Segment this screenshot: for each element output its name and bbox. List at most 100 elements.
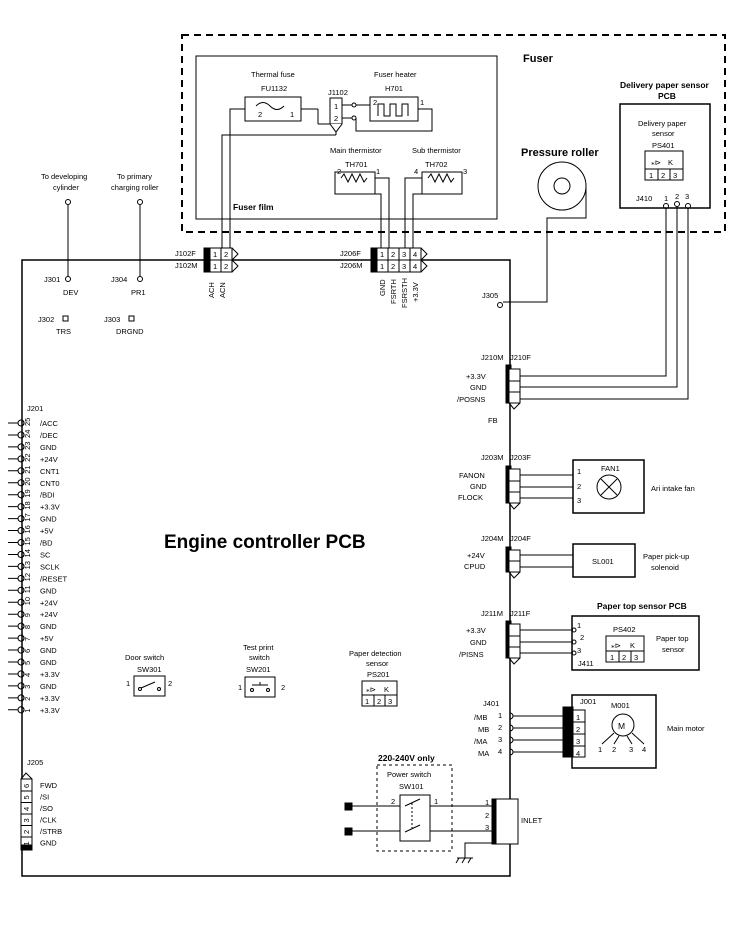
main-motor-label: Main motor	[667, 724, 705, 733]
j205-connector	[20, 772, 33, 851]
j201-pin-number: 5	[23, 661, 32, 665]
ach-label: ACH	[207, 282, 216, 298]
j201-pin-number: 22	[23, 454, 32, 462]
charging-roller-label-1: To primary	[117, 172, 152, 181]
svg-text:K: K	[630, 641, 635, 650]
j401-connector	[509, 712, 514, 756]
svg-text:2: 2	[334, 114, 338, 123]
h701-label: H701	[385, 84, 403, 93]
fuser-title: Fuser	[523, 53, 554, 65]
j205-pin-number: 3	[22, 818, 31, 822]
j201-pin-signal: GND	[40, 515, 57, 524]
j205-pin-signal: /CLK	[40, 816, 57, 825]
svg-text:4: 4	[413, 262, 417, 271]
j102f-label: J102F	[175, 249, 196, 258]
j304-label: J304	[111, 275, 127, 284]
j001-label: J001	[580, 697, 596, 706]
svg-text:2: 2	[391, 250, 395, 259]
svg-text:3: 3	[577, 646, 581, 655]
j401-sig-1: /MB	[474, 713, 487, 722]
engine-controller-box	[21, 259, 511, 877]
j102m-label: J102M	[175, 261, 198, 270]
svg-text:2: 2	[224, 250, 228, 259]
j203-connector	[508, 468, 521, 510]
svg-text:1: 1	[290, 110, 294, 119]
j204-sig-2: CPUD	[464, 562, 486, 571]
motor-icon	[611, 713, 635, 737]
j206f-label: J206F	[340, 249, 361, 258]
j201-pin-number: 25	[23, 418, 32, 426]
j201-pin-number: 17	[23, 513, 32, 521]
svg-text:2: 2	[377, 697, 381, 706]
svg-text:K: K	[668, 158, 673, 167]
j201-pin-number: 2	[23, 697, 32, 701]
j206-sig-1: GND	[378, 279, 387, 296]
j302-label: J302	[38, 315, 54, 324]
delivery-pcb-title-2: PCB	[658, 91, 676, 101]
j201-pin-signal: +5V	[40, 527, 54, 536]
main-thermistor-label: Main thermistor	[330, 146, 382, 155]
svg-text:1: 1	[577, 467, 581, 476]
svg-text:3: 3	[402, 262, 406, 271]
sub-thermistor-label: Sub thermistor	[412, 146, 461, 155]
svg-text:2: 2	[675, 192, 679, 201]
svg-text:2: 2	[337, 167, 341, 176]
j205-pin-number: 1	[22, 841, 31, 845]
door-switch-label: Door switch	[125, 653, 164, 662]
ps402-label: PS402	[613, 625, 636, 634]
j201-pin-number: 12	[23, 573, 32, 581]
j201-pin-signal: +24V	[40, 598, 58, 607]
trs-label: TRS	[56, 327, 71, 336]
ps401-label: PS401	[652, 141, 675, 150]
j201-pin-signal: GND	[40, 586, 57, 595]
j201-pin-number: 6	[23, 649, 32, 653]
j206-sig-3: FSRSTH	[400, 278, 409, 308]
j211-sig-3: /PISNS	[459, 650, 484, 659]
j201-pin-signal: CNT0	[40, 479, 60, 488]
test-print-label-1: Test print	[243, 643, 274, 652]
j201-pin-number: 1	[23, 709, 32, 713]
svg-text:1: 1	[213, 262, 217, 271]
j201-pin-number: 18	[23, 501, 32, 509]
j201-pin-number: 11	[23, 586, 32, 594]
j201-pin-number: 14	[23, 549, 32, 557]
j204-sig-1: +24V	[467, 551, 485, 560]
j210m-label: J210M	[481, 353, 504, 362]
j205-pin-signal: /STRB	[40, 827, 62, 836]
j201-pin-number: 15	[23, 537, 32, 545]
j201-pin-number: 20	[23, 477, 32, 485]
svg-text:1: 1	[334, 102, 338, 111]
j410-label: J410	[636, 194, 652, 203]
sw301-label: SW301	[137, 665, 162, 674]
j201-pin-number: 3	[23, 685, 32, 689]
svg-text:4: 4	[413, 250, 417, 259]
acn-label: ACN	[218, 282, 227, 298]
svg-text:⁎⊳: ⁎⊳	[611, 641, 621, 650]
solenoid-box	[572, 543, 636, 578]
svg-text:1: 1	[238, 683, 242, 692]
j203f-label: J203F	[510, 453, 531, 462]
svg-text:3: 3	[634, 653, 638, 662]
svg-text:1: 1	[577, 621, 581, 630]
th701-label: TH701	[345, 160, 368, 169]
j201-pin-signal: /RESET	[40, 574, 68, 583]
only-220-label: 220-240V only	[378, 753, 435, 763]
svg-text:4: 4	[576, 749, 580, 758]
j205-pin-signal: /SO	[40, 804, 53, 813]
svg-text:1: 1	[664, 194, 668, 203]
fuser-heater-label: Fuser heater	[374, 70, 417, 79]
svg-text:1: 1	[213, 250, 217, 259]
j204-connector	[508, 549, 521, 579]
svg-text:1: 1	[485, 798, 489, 807]
j201-pin-signal: GND	[40, 443, 57, 452]
svg-text:2: 2	[391, 797, 395, 806]
j201-pin-number: 10	[23, 597, 32, 605]
test-print-switch-symbol	[244, 676, 276, 698]
j203-sig-2: GND	[470, 482, 487, 491]
j206m-label: J206M	[340, 261, 363, 270]
j401-sig-3: /MA	[474, 737, 487, 746]
j201-pin-number: 23	[23, 442, 32, 450]
top-pcb-title: Paper top sensor PCB	[597, 601, 687, 611]
sw101-label: SW101	[399, 782, 424, 791]
j411-label: J411	[578, 659, 594, 668]
